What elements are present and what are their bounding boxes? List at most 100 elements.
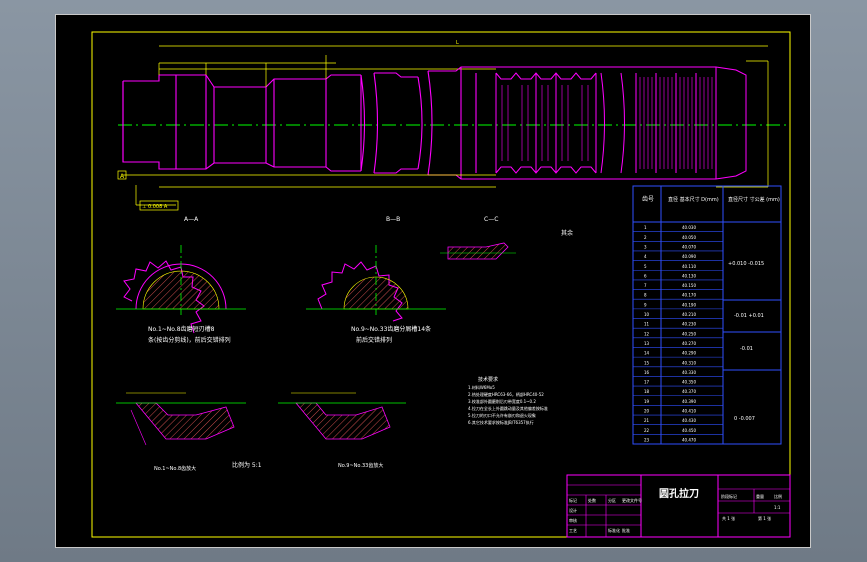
table-cell-tooth: 20 [644, 409, 650, 414]
svg-text:技术要求: 技术要求 [478, 376, 498, 383]
tb-role-4: 批准 [622, 527, 630, 533]
table-cell-tooth: 8 [644, 293, 647, 298]
tb-right-0: 阶段标记 [721, 493, 737, 499]
svg-text:3.校准部外圆磨削后刃带宽度0.1~0.2: 3.校准部外圆磨削后刃带宽度0.1~0.2 [468, 398, 536, 404]
table-cell-tooth: 11 [644, 322, 650, 327]
note-bb-1: No.9~No.33齿磨分屑槽14条 [351, 325, 431, 333]
note-aa-2: 条(按齿分剪线)，前后交错排列 [148, 336, 231, 344]
drawing-border [91, 31, 791, 538]
table-cell-diameter: 40.450 [682, 428, 696, 433]
table-cell-diameter: 40.330 [682, 370, 696, 375]
table-cell-tooth: 23 [644, 438, 650, 443]
table-cell-tooth: 15 [644, 360, 650, 365]
table-cell-diameter: 40.230 [682, 322, 696, 327]
table-cell-diameter: 40.210 [682, 312, 696, 317]
section-aa [116, 245, 246, 334]
table-cell-tooth: 5 [644, 264, 647, 269]
table-header-1: 直径 基本尺寸 D(mm) [668, 196, 719, 203]
table-cell-diameter: 40.430 [682, 418, 696, 423]
table-cell-tooth: 17 [644, 380, 650, 385]
teeth-section [495, 66, 747, 180]
svg-text:4.拉刀在全长上外圆跳动量及其他偏差按标准: 4.拉刀在全长上外圆跳动量及其他偏差按标准 [468, 405, 548, 411]
table-cell-diameter: 40.170 [682, 293, 696, 298]
tb-right-2: 比例 [774, 493, 782, 499]
table-cell-tooth: 19 [644, 399, 650, 404]
table-cell-tooth: 13 [644, 341, 650, 346]
tb-label-3: 更改文件号 [622, 497, 642, 503]
detail-label-2: No.9~No.33齿放大 [338, 462, 383, 469]
broach-body [122, 66, 496, 180]
diameter-table: 齿号 直径 基本尺寸 D(mm) 直径尺寸 寸公差 (mm) 1 40.030 2 4… [632, 185, 782, 445]
detail-view-1 [116, 392, 246, 446]
table-header-0: 齿号 [642, 195, 654, 203]
svg-text:2.热处理硬度HRC63-66，柄部HRC40-52: 2.热处理硬度HRC63-66，柄部HRC40-52 [468, 391, 544, 397]
end-dims [716, 60, 769, 188]
tb-role-0: 设计 [569, 507, 577, 513]
table-cell-diameter: 40.190 [682, 302, 696, 307]
detail-label-1: No.1~No.8齿放大 [154, 465, 196, 472]
datum-label: A [120, 173, 125, 180]
table-cell-tooth: 16 [644, 370, 650, 375]
section-aa-label: A—A [184, 216, 199, 223]
tb-right-1: 重量 [756, 493, 764, 499]
table-cell-tooth: 4 [644, 254, 647, 259]
tolerance-2: -0.01 [740, 346, 753, 352]
tolerance-0: +0.010 -0.015 [728, 261, 764, 267]
tb-label-2: 分区 [608, 497, 616, 503]
title-block: 圆孔拉刀 标记 处数 分区 更改文件号 设计 审核 工艺 标准化 批准 阶段标记… [566, 474, 791, 538]
roughness-label: 其余 [561, 229, 573, 237]
table-cell-tooth: 3 [644, 244, 647, 249]
dim-total-text: L [456, 40, 459, 46]
tolerance-frame [139, 200, 179, 211]
table-cell-diameter: 40.270 [682, 341, 696, 346]
tooth-rakes [501, 77, 713, 169]
drawing-svg: L ⊥ 0.008 A A [91, 31, 791, 538]
table-cell-tooth: 2 [644, 235, 647, 240]
table-cell-diameter: 40.090 [682, 254, 696, 259]
datum-box [117, 170, 127, 180]
table-cell-tooth: 10 [644, 312, 650, 317]
table-cell-diameter: 40.390 [682, 399, 696, 404]
note-bb-2: 前后交错排列 [356, 336, 392, 344]
svg-text:1.材料W6Mo5: 1.材料W6Mo5 [468, 384, 495, 390]
table-cell-diameter: 40.030 [682, 225, 696, 230]
tb-role-3: 标准化 [608, 527, 620, 533]
table-cell-tooth: 18 [644, 389, 650, 394]
tb-sheet-1: 第 1 张 [758, 515, 771, 521]
table-cell-tooth: 7 [644, 283, 647, 288]
tb-scale: 1:1 [774, 505, 781, 510]
table-cell-tooth: 1 [644, 225, 647, 230]
table-cell-diameter: 40.070 [682, 244, 696, 249]
drawing-title: 圆孔拉刀 [659, 487, 699, 500]
section-bb [306, 245, 446, 322]
tolerance-1: -0.01 +0.01 [734, 313, 764, 319]
svg-text:5.拉刀的刃口不允许有崩刃和退火现象: 5.拉刀的刃口不允许有崩刃和退火现象 [468, 412, 536, 418]
tolerance-frame-text: ⊥ 0.008 A [142, 204, 168, 210]
table-cell-diameter: 40.110 [682, 264, 696, 269]
table-cell-diameter: 40.150 [682, 283, 696, 288]
table-cell-diameter: 40.290 [682, 351, 696, 356]
table-cell-diameter: 40.410 [682, 409, 696, 414]
table-cell-tooth: 12 [644, 331, 650, 336]
tb-label-0: 标记 [569, 497, 577, 503]
note-aa-1: No.1~No.8齿磨短刃槽8 [148, 325, 215, 333]
table-cell-diameter: 40.350 [682, 380, 696, 385]
section-cc [440, 242, 516, 260]
detail-view-2 [278, 392, 406, 440]
table-header-2: 直径尺寸 寸公差 (mm) [728, 196, 780, 203]
table-cell-tooth: 14 [644, 351, 650, 356]
tb-label-1: 处数 [588, 497, 596, 503]
table-cell-diameter: 40.470 [682, 438, 696, 443]
section-cc-label: C—C [484, 216, 498, 223]
table-cell-diameter: 40.050 [682, 235, 696, 240]
table-cell-tooth: 6 [644, 273, 647, 278]
tb-role-1: 审核 [569, 517, 577, 523]
table-cell-tooth: 9 [644, 302, 647, 307]
cad-canvas: L ⊥ 0.008 A A [55, 14, 811, 548]
table-cell-tooth: 22 [644, 428, 650, 433]
tech-requirements: 技术要求 1.材料W6Mo5 2.热处理硬度HRC63-66，柄部HRC40-5… [468, 376, 548, 425]
tb-sheet-0: 共 1 张 [722, 515, 735, 521]
table-cell-diameter: 40.250 [682, 331, 696, 336]
table-cell-diameter: 40.370 [682, 389, 696, 394]
scale-text: 比例为 5:1 [232, 461, 262, 469]
